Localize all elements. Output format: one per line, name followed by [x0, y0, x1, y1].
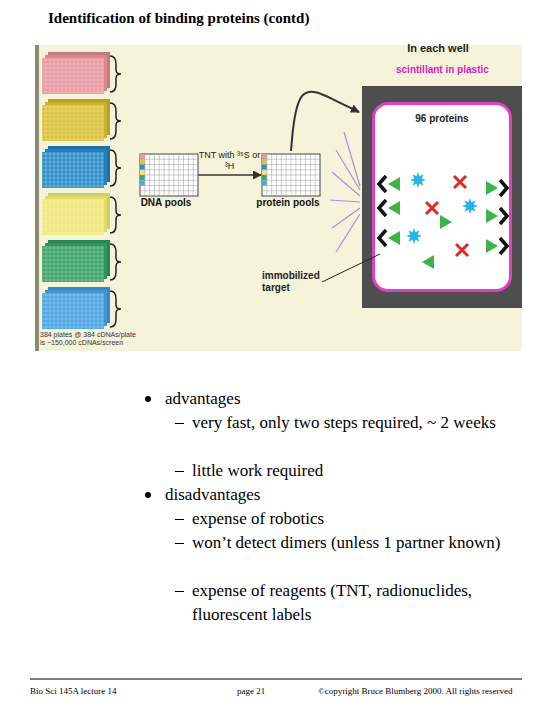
emission-rays	[330, 132, 360, 252]
bullet-dash	[175, 591, 184, 592]
binding-symbols	[379, 172, 507, 269]
bullet-item: won’t detect dimers (unless 1 partner kn…	[192, 531, 514, 555]
bullet-item: little work required	[192, 459, 514, 483]
bullet-dot	[145, 492, 151, 498]
node-label: protein pools	[248, 197, 328, 209]
footer-text: ©copyright Bruce Blumberg 2000. All righ…	[318, 685, 528, 697]
figure-note: 384 plates @ 384 cDNAs/plate is ~150,000…	[40, 331, 136, 347]
bullet-heading: disadvantages	[165, 483, 505, 507]
bullet-heading: advantages	[165, 387, 505, 411]
footer-text: Bio Sci 145A lecture 14	[30, 685, 180, 697]
panel-edge	[35, 45, 39, 351]
well-plate-grid	[136, 153, 202, 197]
plate-node: DNA pools	[136, 153, 202, 211]
bullet-item: expense of robotics	[192, 507, 514, 531]
slide-title: Identification of binding proteins (cont…	[48, 10, 309, 27]
callout-label: scintillant in plastic	[396, 64, 520, 76]
bullet-item: very fast, only two steps required, ~ 2 …	[192, 411, 514, 435]
flow-arrow	[198, 174, 261, 175]
node-label: In each well	[350, 42, 526, 54]
bullet-dot	[145, 396, 151, 402]
node-label: 96 proteins	[365, 113, 519, 125]
bullet-dash	[175, 423, 184, 424]
bullet-dash	[175, 519, 184, 520]
leader-line	[322, 254, 380, 282]
footer-rule	[30, 679, 522, 680]
plate-node: protein pools	[258, 153, 324, 211]
grouping-braces	[110, 56, 121, 327]
flow-arrow	[291, 92, 359, 151]
bullet-dash	[175, 471, 184, 472]
footer-text: page 21	[237, 685, 297, 697]
figure-panel	[35, 45, 522, 351]
callout-label: immobilized target	[262, 270, 328, 294]
node-label: DNA pools	[126, 197, 206, 209]
bullet-item: expense of reagents (TNT, radionuclides,…	[192, 579, 514, 627]
edge-label: TNT with ³⁵S or ³H	[199, 150, 261, 172]
well-node: 96 proteins	[372, 102, 512, 292]
well-plate-grid	[258, 153, 324, 197]
plate-stacks	[42, 52, 110, 329]
detector-node: In each well96 proteins	[360, 40, 522, 308]
bullet-dash	[175, 543, 184, 544]
